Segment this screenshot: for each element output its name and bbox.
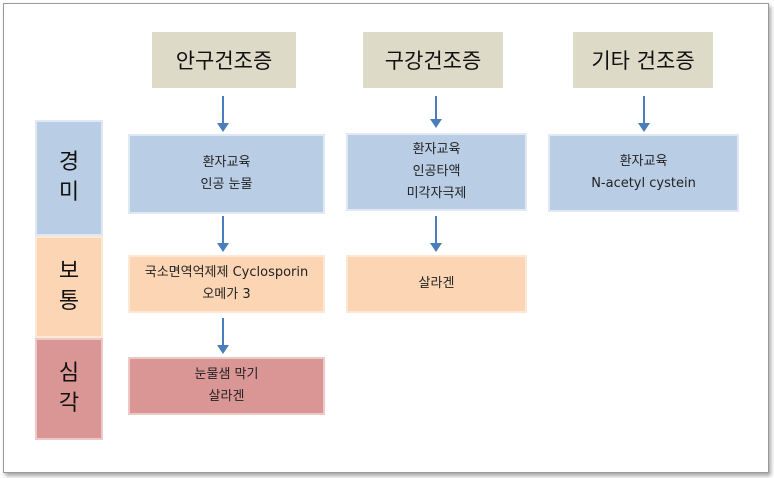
box-eye-mild-line-1: 환자교육 bbox=[202, 155, 251, 170]
arrow-eye-header-to-mild bbox=[217, 96, 229, 132]
arrow-mouth-mild-to-moderate bbox=[430, 216, 442, 252]
box-mouth-moderate-line-1: 살라겐 bbox=[418, 276, 455, 291]
box-eye-severe-line-1: 눈물샘 막기 bbox=[194, 367, 259, 382]
box-other-mild: 환자교육 N-acetyl cystein bbox=[548, 134, 739, 212]
box-mouth-moderate: 살라겐 bbox=[346, 255, 527, 313]
box-mouth-mild-line-2: 인공타액 bbox=[412, 164, 461, 179]
severity-mild-char-1: 경 bbox=[58, 150, 80, 175]
severity-moderate: 보 통 bbox=[35, 236, 103, 338]
box-mouth-mild: 환자교육 인공타액 미각자극제 bbox=[346, 133, 527, 211]
box-eye-mild: 환자교육 인공 눈물 bbox=[128, 134, 325, 214]
box-eye-severe-line-2: 살라겐 bbox=[208, 389, 245, 404]
header-other-dryness: 기타 건조증 bbox=[573, 32, 713, 88]
arrow-other-header-to-mild bbox=[638, 96, 650, 132]
box-eye-moderate-line-1: 국소면역억제제 Cyclosporin bbox=[144, 265, 309, 280]
box-eye-moderate: 국소면역억제제 Cyclosporin 오메가 3 bbox=[128, 255, 325, 313]
severity-severe-char-2: 각 bbox=[58, 391, 80, 416]
box-other-mild-line-2: N-acetyl cystein bbox=[591, 176, 696, 191]
header-dry-mouth: 구강건조증 bbox=[363, 32, 503, 88]
arrow-eye-moderate-to-severe bbox=[217, 318, 229, 354]
box-eye-moderate-line-2: 오메가 3 bbox=[202, 287, 251, 302]
arrow-eye-mild-to-moderate bbox=[217, 216, 229, 252]
box-eye-mild-line-2: 인공 눈물 bbox=[200, 177, 253, 192]
severity-mild-char-2: 미 bbox=[58, 180, 80, 205]
box-other-mild-line-1: 환자교육 bbox=[619, 154, 668, 169]
header-dry-eye: 안구건조증 bbox=[152, 32, 296, 88]
severity-mild: 경 미 bbox=[35, 120, 103, 236]
severity-severe-char-1: 심 bbox=[58, 361, 80, 386]
severity-moderate-char-1: 보 bbox=[58, 259, 80, 284]
box-mouth-mild-line-1: 환자교육 bbox=[412, 142, 461, 157]
box-eye-severe: 눈물샘 막기 살라겐 bbox=[128, 357, 325, 415]
arrow-mouth-header-to-mild bbox=[430, 96, 442, 128]
severity-severe: 심 각 bbox=[35, 338, 103, 440]
box-mouth-mild-line-3: 미각자극제 bbox=[406, 186, 467, 201]
severity-moderate-char-2: 통 bbox=[58, 289, 80, 314]
